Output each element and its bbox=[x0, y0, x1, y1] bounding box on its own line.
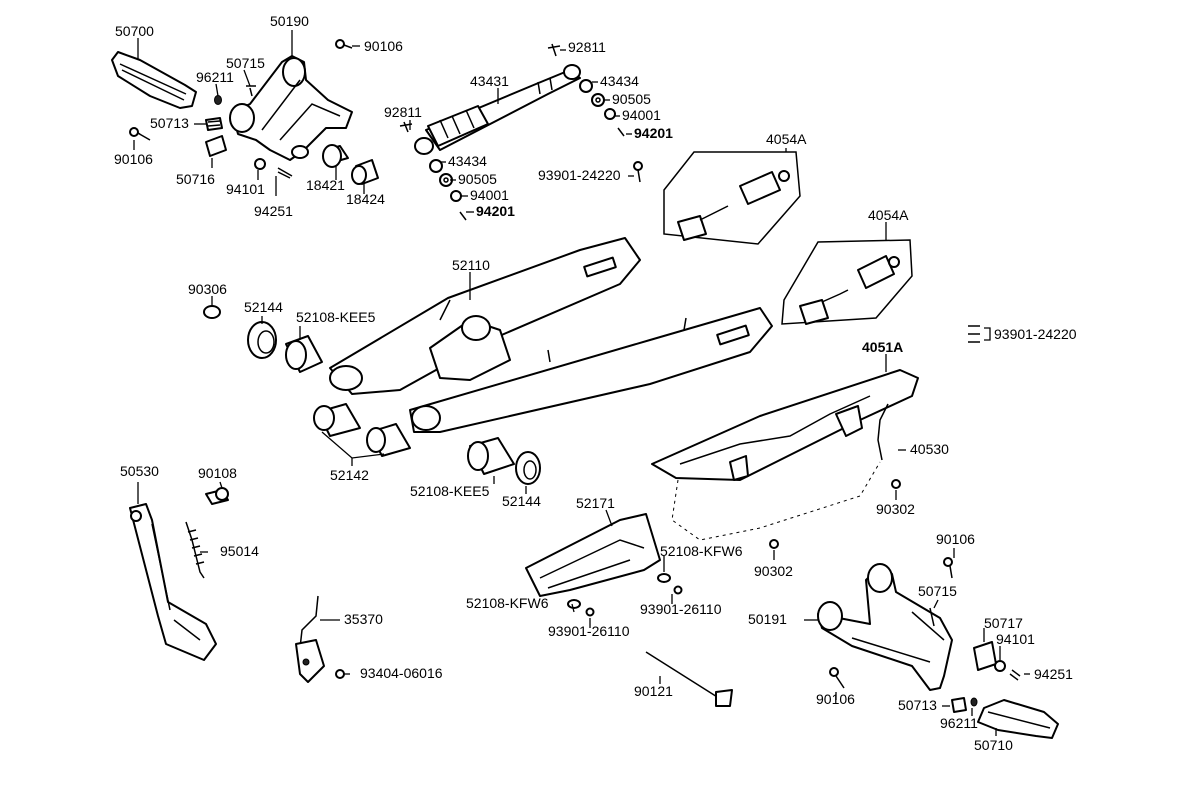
part-label: 52108-KEE5 bbox=[410, 483, 490, 499]
part-label: 94251 bbox=[1034, 666, 1073, 682]
part-label: 90108 bbox=[198, 465, 237, 481]
part-label: 52110 bbox=[452, 257, 490, 273]
chain-case-4051A bbox=[651, 369, 919, 481]
part-label: 94001 bbox=[470, 187, 509, 203]
swingarm-52110 bbox=[329, 237, 773, 433]
part-label: 52108-KEE5 bbox=[296, 309, 376, 325]
part-label: 4054A bbox=[868, 207, 909, 223]
part-label: 52142 bbox=[330, 467, 369, 483]
part-label: 90121 bbox=[634, 683, 673, 699]
slider-hardware bbox=[567, 573, 683, 617]
part-label: 94251 bbox=[254, 203, 293, 219]
part-label: 50713 bbox=[150, 115, 189, 131]
part-label: 94101 bbox=[996, 631, 1035, 647]
right-footpeg-50710 bbox=[977, 699, 1059, 739]
shock-absorber-43431 bbox=[414, 64, 581, 155]
pivot-hardware bbox=[203, 305, 541, 485]
part-label: 50530 bbox=[120, 463, 159, 479]
part-label: 93901-26110 bbox=[640, 601, 722, 617]
left-hardware-small-parts bbox=[129, 39, 379, 185]
part-label: 50715 bbox=[918, 583, 957, 599]
part-label: 93901-24220 bbox=[538, 167, 621, 183]
part-label: 93901-24220 bbox=[994, 326, 1077, 342]
part-label: 50713 bbox=[898, 697, 937, 713]
right-bracket-50191 bbox=[817, 563, 953, 691]
part-label: 43431 bbox=[470, 73, 509, 89]
part-label: 18424 bbox=[346, 191, 385, 207]
part-label: 50715 bbox=[226, 55, 265, 71]
part-label: 90302 bbox=[876, 501, 915, 517]
part-label: 52108-KFW6 bbox=[466, 595, 549, 611]
side-stand-50530 bbox=[129, 503, 217, 661]
axle-90121 bbox=[645, 651, 733, 707]
part-label: 96211 bbox=[196, 69, 234, 85]
part-label: 40530 bbox=[910, 441, 949, 457]
part-label: 43434 bbox=[448, 153, 487, 169]
chain-bolts-90302 bbox=[769, 479, 901, 549]
part-label: 94101 bbox=[226, 181, 265, 197]
part-label: 95014 bbox=[220, 543, 259, 559]
part-label: 43434 bbox=[600, 73, 639, 89]
part-label: 94001 bbox=[622, 107, 661, 123]
stand-switch-35370 bbox=[295, 595, 345, 683]
stand-bolt-90108 bbox=[205, 487, 229, 505]
part-label: 94201 bbox=[634, 125, 673, 141]
part-label: 92811 bbox=[568, 39, 606, 55]
part-labels: 50700 50190 90106 50715 96211 50713 9010… bbox=[114, 13, 1077, 753]
part-label: 90306 bbox=[188, 281, 227, 297]
part-label: 93901-26110 bbox=[548, 623, 630, 639]
part-label: 90106 bbox=[364, 38, 403, 54]
part-label: 52108-KFW6 bbox=[660, 543, 743, 559]
part-label: 50717 bbox=[984, 615, 1023, 631]
part-label: 50191 bbox=[748, 611, 787, 627]
part-label: 4051A bbox=[862, 339, 903, 355]
part-label: 93404-06016 bbox=[360, 665, 443, 681]
part-label: 90106 bbox=[816, 691, 855, 707]
adjuster-bolts-93901-24220 bbox=[968, 325, 991, 343]
part-label: 35370 bbox=[344, 611, 383, 627]
part-label: 90505 bbox=[612, 91, 651, 107]
part-label: 52171 bbox=[576, 495, 615, 511]
chain-slider-52171 bbox=[525, 513, 661, 597]
part-label: 50190 bbox=[270, 13, 309, 29]
chain-adjuster-4054A-top bbox=[663, 151, 801, 245]
part-label: 96211 bbox=[940, 715, 978, 731]
part-label: 90302 bbox=[754, 563, 793, 579]
drive-chain-40530 bbox=[671, 403, 889, 541]
left-bracket-50190 bbox=[229, 55, 353, 161]
leader-lines bbox=[133, 30, 1030, 736]
part-label: 18421 bbox=[306, 177, 345, 193]
right-hardware-small-parts bbox=[829, 557, 1021, 713]
chain-adjuster-4054A-mid bbox=[781, 239, 913, 325]
part-label: 50710 bbox=[974, 737, 1013, 753]
part-label: 92811 bbox=[384, 104, 422, 120]
part-label: 94201 bbox=[476, 203, 515, 219]
stand-spring-95014 bbox=[185, 521, 205, 579]
left-footpeg-50700 bbox=[111, 51, 197, 109]
part-label: 50716 bbox=[176, 171, 215, 187]
part-label: 90106 bbox=[936, 531, 975, 547]
part-label: 50700 bbox=[115, 23, 154, 39]
part-label: 4054A bbox=[766, 131, 807, 147]
part-label: 90505 bbox=[458, 171, 497, 187]
part-label: 52144 bbox=[244, 299, 283, 315]
part-label: 52144 bbox=[502, 493, 541, 509]
part-label: 90106 bbox=[114, 151, 153, 167]
